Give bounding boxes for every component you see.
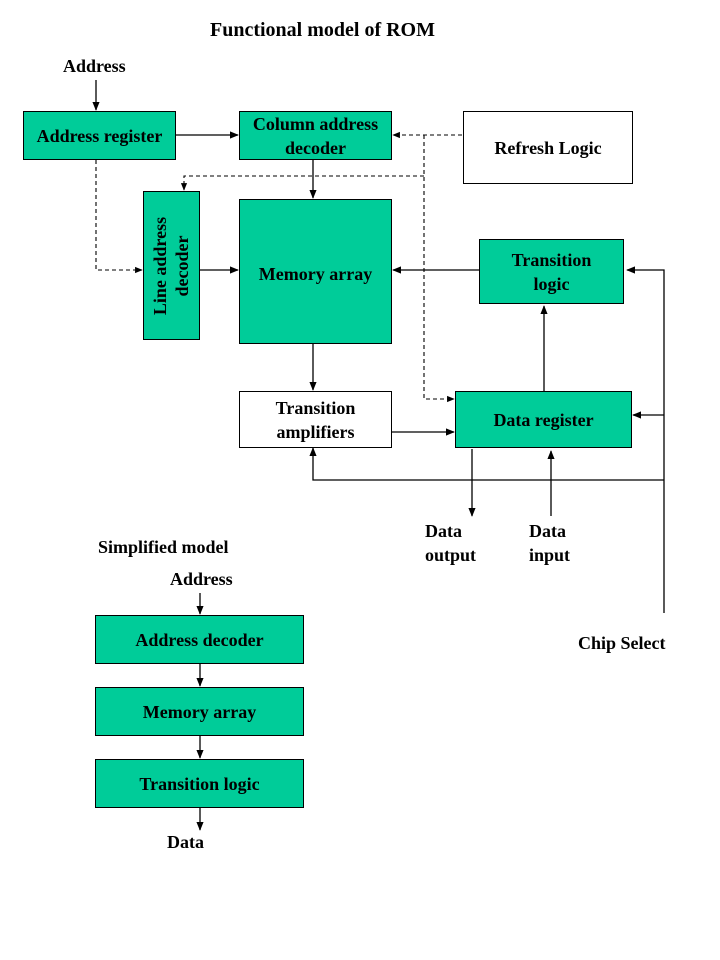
transition-amplifiers-block: Transition amplifiers: [239, 391, 392, 448]
simplified-address-decoder-block: Address decoder: [95, 615, 304, 664]
line-decoder-label-line1: Line address: [150, 216, 171, 315]
simplified-transition-logic-label: Transition logic: [139, 773, 260, 794]
dashed-register-to-line-decoder: [95, 160, 143, 274]
line-decoder-label-line2: decoder: [172, 235, 193, 296]
simplified-memory-array-block: Memory array: [95, 687, 304, 736]
data-input-label-line2: input: [529, 545, 571, 565]
address-register-block: Address register: [23, 111, 176, 160]
column-decoder-label-line2: decoder: [285, 137, 346, 158]
column-address-decoder-block: Column address decoder: [239, 111, 392, 160]
line-address-decoder-block: Line address decoder: [143, 191, 200, 340]
chip-select-label: Chip Select: [578, 633, 666, 653]
data-register-block: Data register: [455, 391, 632, 448]
simplified-memory-array-label: Memory array: [142, 701, 257, 722]
memory-array-block: Memory array: [239, 199, 392, 344]
simplified-transition-logic-block: Transition logic: [95, 759, 304, 808]
memory-array-label: Memory array: [258, 264, 373, 284]
page-title: Functional model of ROM: [210, 19, 435, 41]
simplified-address-label: Address: [170, 569, 233, 589]
amplifiers-label-line1: Transition: [275, 397, 356, 418]
address-register-label: Address register: [36, 125, 163, 146]
transition-logic-label-line1: Transition: [511, 249, 592, 270]
transition-logic-label-line2: logic: [533, 273, 570, 294]
column-decoder-label-line1: Column address: [252, 113, 379, 134]
data-register-label: Data register: [493, 409, 594, 430]
transition-logic-block: Transition logic: [479, 239, 624, 304]
dashed-to-line-decoder-top: [180, 175, 424, 191]
line-decoder-label: Line address decoder: [150, 216, 194, 314]
wire-chip-select-bus: [626, 266, 665, 613]
refresh-logic-block: Refresh Logic: [463, 111, 633, 184]
data-input-label: Data input: [529, 519, 570, 567]
simplified-address-decoder-label: Address decoder: [135, 629, 264, 650]
amplifiers-label-line2: amplifiers: [276, 421, 355, 442]
wire-chip-select-to-amplifiers: [309, 447, 664, 481]
data-output-label-line2: output: [425, 545, 477, 565]
simplified-data-label: Data: [167, 832, 204, 852]
refresh-logic-label: Refresh Logic: [494, 137, 602, 158]
data-output-label-line1: Data: [425, 521, 462, 541]
dashed-refresh-to-data-register: [423, 135, 455, 403]
data-input-label-line1: Data: [529, 521, 566, 541]
address-input-label: Address: [63, 56, 126, 76]
data-output-label: Data output: [425, 519, 476, 567]
simplified-model-heading: Simplified model: [98, 537, 229, 557]
